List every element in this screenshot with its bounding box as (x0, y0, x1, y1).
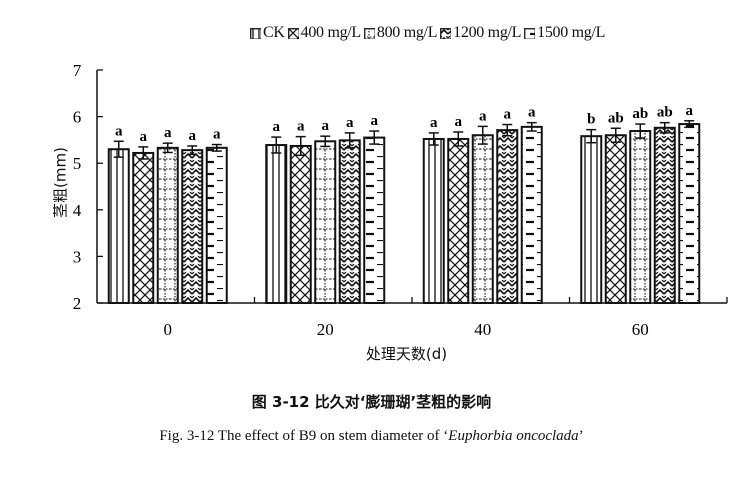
legend-label: 1500 mg/L (537, 24, 606, 41)
significance-letter: ab (608, 110, 624, 126)
legend-label: 800 mg/L (376, 24, 438, 41)
bar (181, 149, 204, 304)
bar (629, 130, 652, 304)
y-tick-label: 7 (73, 61, 82, 80)
bar (314, 140, 337, 304)
x-tick-label: 60 (632, 320, 649, 339)
significance-letter: a (140, 129, 148, 145)
bar (205, 146, 228, 304)
legend: CK 400 mg/L 800 mg/L 1200 mg/L 1500 mg/L (250, 24, 608, 42)
bar (132, 151, 155, 304)
figure-caption-english: Fig. 3-12 The effect of B9 on stem diame… (0, 428, 743, 445)
bar (653, 126, 676, 304)
legend-item: CK (250, 24, 285, 42)
significance-letter: a (504, 107, 512, 123)
bar (107, 148, 130, 304)
significance-letter: b (587, 112, 595, 128)
bar (422, 137, 445, 304)
legend-label: 400 mg/L (300, 24, 362, 41)
x-tick-label: 20 (317, 320, 334, 339)
significance-letter: a (273, 119, 281, 135)
bar (447, 137, 470, 304)
x-tick-label: 40 (474, 320, 491, 339)
bar (580, 135, 603, 304)
caption-en-suffix: ’ (578, 428, 584, 444)
legend-swatch-icon (440, 27, 452, 39)
legend-item: 800 mg/L (364, 24, 437, 42)
bar (338, 139, 361, 304)
legend-label: CK (263, 24, 285, 41)
significance-letter: a (455, 114, 463, 130)
legend-item: 1200 mg/L (440, 24, 521, 42)
bar (265, 144, 288, 304)
y-axis-label: 茎粗(mm) (51, 147, 70, 218)
significance-letter: ab (632, 106, 648, 122)
significance-letter: a (115, 123, 123, 139)
bar (496, 129, 519, 304)
y-tick-label: 5 (73, 154, 82, 173)
bar (363, 136, 386, 304)
significance-letter: a (479, 108, 487, 124)
significance-letter: a (213, 127, 221, 143)
y-tick-label: 2 (73, 294, 82, 313)
y-tick-label: 3 (73, 247, 82, 266)
x-tick-label: 0 (164, 320, 173, 339)
y-tick-label: 6 (73, 108, 82, 127)
caption-en-species: Euphorbia oncoclada (448, 428, 579, 444)
bar (156, 146, 179, 304)
bar (520, 125, 543, 304)
significance-letter: a (346, 115, 354, 131)
legend-label: 1200 mg/L (453, 24, 522, 41)
legend-swatch-icon (364, 27, 375, 39)
caption-en-prefix: Fig. 3-12 The effect of B9 on stem diame… (159, 428, 449, 444)
significance-letter: a (371, 113, 379, 129)
legend-item: 1500 mg/L (524, 24, 605, 42)
significance-letter: a (430, 115, 438, 131)
significance-letter: a (297, 119, 305, 135)
bar (604, 134, 627, 304)
legend-swatch-icon (287, 27, 299, 39)
bar (678, 123, 701, 304)
significance-letter: a (322, 118, 330, 134)
significance-letter: a (528, 105, 536, 121)
x-axis-label: 处理天数(d) (365, 345, 448, 363)
legend-swatch-icon (250, 27, 261, 39)
bar (471, 134, 494, 304)
legend-swatch-icon (524, 27, 536, 39)
figure-caption-chinese: 图 3-12 比久对‘膨珊瑚’茎粗的影响 (251, 393, 492, 411)
significance-letter: a (164, 125, 172, 141)
significance-letter: ab (657, 105, 673, 121)
significance-letter: a (189, 128, 197, 144)
y-tick-label: 4 (73, 201, 82, 220)
legend-item: 400 mg/L (287, 24, 362, 42)
bar (289, 144, 312, 304)
significance-letter: a (686, 103, 694, 119)
